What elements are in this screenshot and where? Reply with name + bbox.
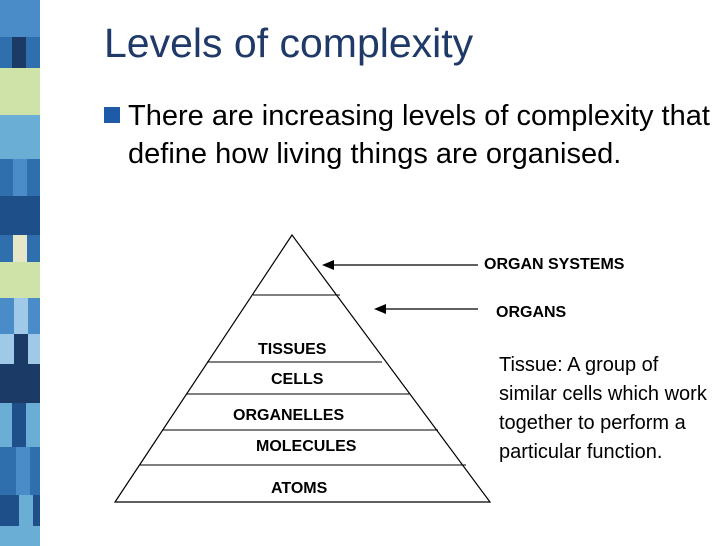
stripe-block xyxy=(16,447,30,495)
stripe-block xyxy=(0,0,40,37)
label-atoms: ATOMS xyxy=(271,480,328,497)
stripe-block xyxy=(0,115,40,159)
stripe-block xyxy=(14,334,28,364)
tissue-definition: Tissue: A group of similar cells which w… xyxy=(499,354,707,463)
arrow-organs xyxy=(374,304,478,314)
stripe-block xyxy=(14,68,28,115)
decorative-stripe xyxy=(0,0,40,546)
pyramid-outline xyxy=(113,233,492,503)
label-organ-systems: ORGAN SYSTEMS xyxy=(484,256,625,273)
label-cells: CELLS xyxy=(271,371,324,388)
stripe-block xyxy=(14,298,28,334)
bullet-square-icon xyxy=(104,107,120,123)
stripe-block xyxy=(12,403,26,447)
stripe-block xyxy=(13,235,27,262)
label-organelles: ORGANELLES xyxy=(233,407,345,424)
stripe-block xyxy=(13,159,27,196)
bullet-text: There are increasing levels of complexit… xyxy=(128,100,710,170)
stripe-block xyxy=(0,196,40,235)
stripe-block xyxy=(0,526,40,546)
label-molecules: MOLECULES xyxy=(256,438,357,455)
slide-title: Levels of complexity xyxy=(104,20,474,66)
stripe-block xyxy=(12,37,26,68)
stripe-block xyxy=(0,364,40,403)
stripe-block xyxy=(0,262,40,298)
arrow-organ-systems xyxy=(322,260,478,270)
stripe-block xyxy=(19,495,33,526)
label-tissues: TISSUES xyxy=(258,341,327,358)
label-organs: ORGANS xyxy=(496,304,567,321)
